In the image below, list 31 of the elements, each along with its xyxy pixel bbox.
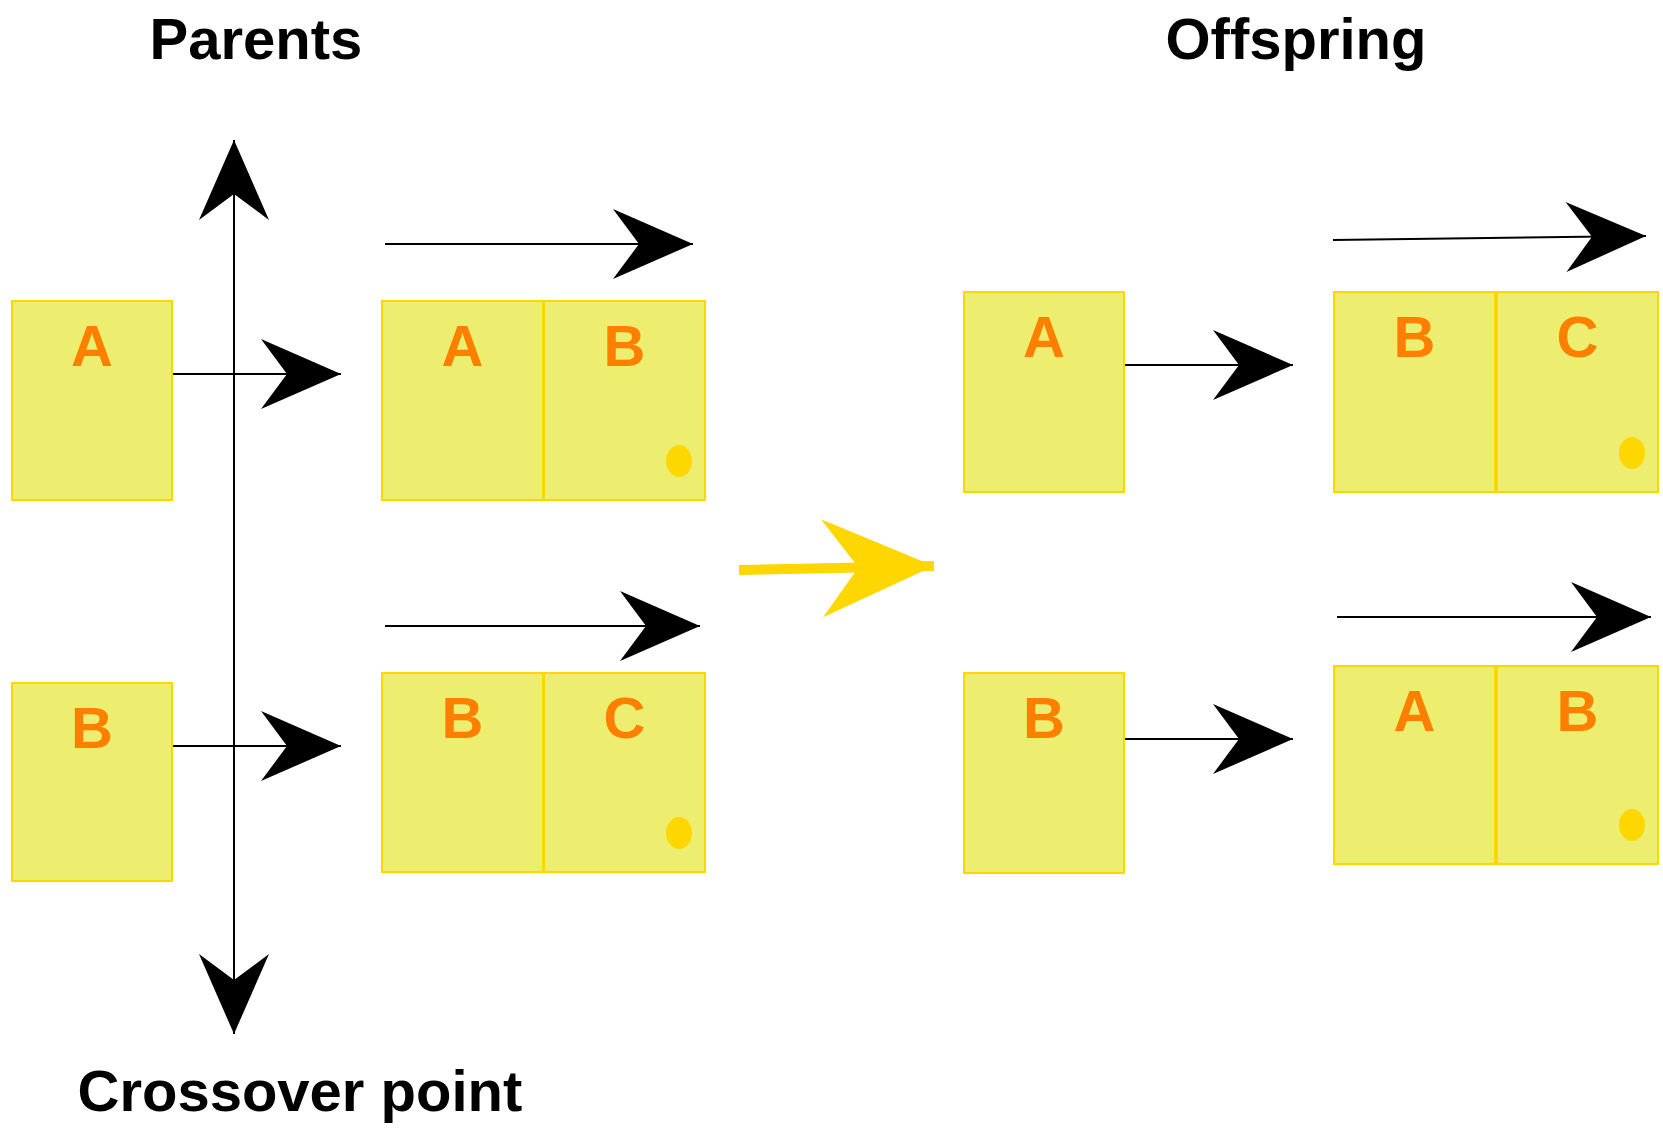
arrow — [1124, 704, 1294, 774]
arrow — [172, 339, 342, 409]
gene-letter: A — [1022, 305, 1066, 369]
gene-letter: A — [70, 314, 114, 378]
gene-letter: B — [602, 314, 647, 378]
gene-box — [1496, 291, 1659, 493]
arrow — [1124, 330, 1294, 400]
heading: Offspring — [1165, 6, 1427, 72]
gene-letter: B — [70, 696, 114, 760]
gene-box — [381, 300, 544, 501]
gene-letter: A — [440, 314, 485, 378]
gene-box — [381, 672, 544, 873]
gene-box — [963, 291, 1125, 493]
gene-box — [1333, 291, 1496, 493]
heading: Parents — [149, 6, 363, 72]
gene-box — [543, 300, 706, 501]
gene-box — [11, 300, 173, 501]
arrow — [172, 711, 342, 781]
gene-letter: C — [602, 686, 647, 750]
gene-box — [1496, 665, 1659, 865]
gene-letter: B — [440, 686, 485, 750]
heading: Crossover point — [77, 1058, 523, 1124]
gene-box — [11, 682, 173, 882]
gene-letter: B — [1392, 305, 1437, 369]
gene-box — [543, 672, 706, 873]
gene-letter: B — [1555, 679, 1600, 743]
gene-letter: B — [1022, 686, 1066, 750]
gene-letter: C — [1555, 305, 1600, 369]
gene-box — [1333, 665, 1496, 865]
gene-box — [963, 672, 1125, 874]
gene-letter: A — [1392, 679, 1437, 743]
